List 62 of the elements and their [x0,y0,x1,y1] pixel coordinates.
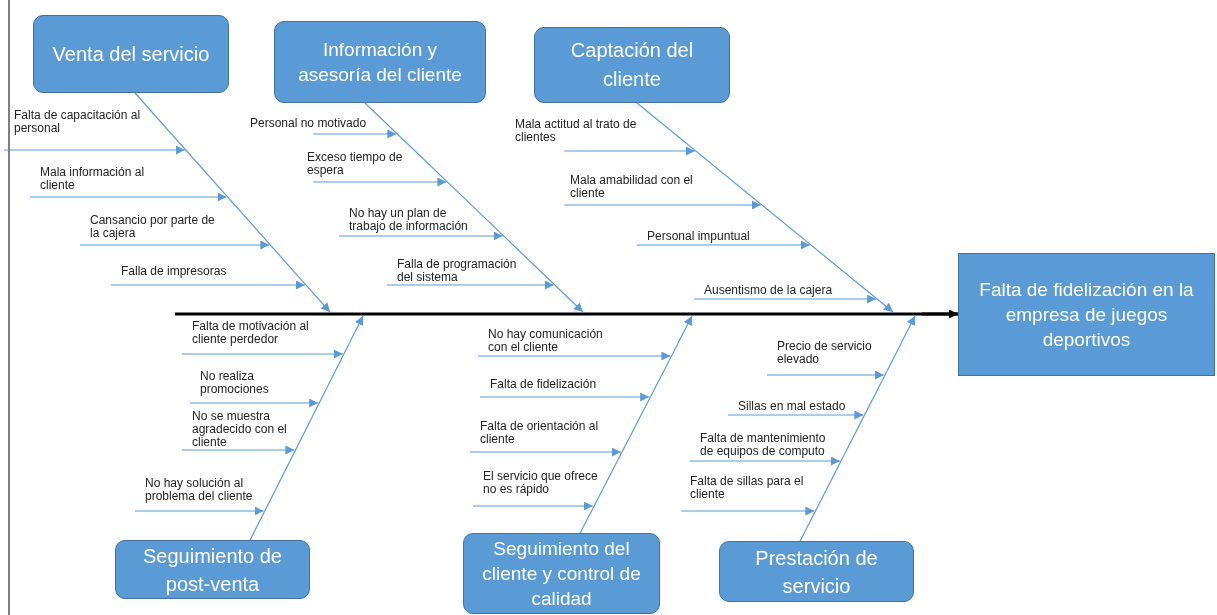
cause-label: Cansancio por parte de la cajera [90,214,225,240]
cause-arrow [563,146,696,156]
cause-label: Falta de fidelización [490,378,597,391]
bone-arrow [869,292,894,313]
cause-arrow [472,501,594,511]
category-box: Prestación de servicio [719,541,914,602]
cause-label: No hay comunicación con el cliente [488,328,610,354]
cause-label: No realiza promociones [200,370,280,396]
bone-arrow [348,315,364,344]
cause-arrow [636,240,811,250]
bone-arrow [309,289,331,313]
cause-label: El servicio que ofrece no es rápido [483,470,598,496]
bone-arrow [677,315,693,344]
category-box: Seguimiento del cliente y control de calidad [463,533,660,614]
cause-label: Mala información al cliente [40,166,160,192]
cause-arrow [479,392,650,402]
cause-label: Falta de sillas para el cliente [690,475,825,501]
cause-label: Falta de motivación al cliente perdedor [192,320,327,346]
bone-arrow [900,315,916,344]
cause-label: Personal no motivado [250,117,367,130]
cause-arrow [469,447,622,457]
cause-label: Sillas en mal estado [738,400,846,413]
cause-label: No hay solución al problema del cliente [145,477,270,503]
cause-label: Falla de programación del sistema [397,258,527,284]
cause-label: Falla de impresoras [121,265,227,278]
cause-label: Exceso tiempo de espera [307,151,412,177]
cause-label: Ausentismo de la cajera [704,284,833,297]
cause-arrow [386,280,555,290]
cause-arrow [338,231,504,241]
spine-arrow [922,309,958,319]
cause-label: No hay un plan de trabajo de información [349,207,484,233]
category-box: Venta del servicio [33,15,229,93]
cause-arrow [110,280,306,290]
category-box: Información y asesoría del cliente [274,21,486,103]
cause-arrow [477,351,671,361]
cause-label: Falta de mantenimiento de equipos de computo [700,432,840,458]
cause-arrow [680,506,815,516]
cause-arrow [181,445,295,455]
cause-arrow [563,200,762,210]
cause-arrow [134,506,265,516]
cause-arrow [3,145,186,155]
cause-arrow [189,398,319,408]
cause-arrow [312,177,447,187]
cause-arrow [727,410,864,420]
cause-arrow [693,294,877,304]
category-box: Seguimiento de post-venta [115,540,310,599]
cause-arrow [29,192,228,202]
cause-arrow [312,129,397,139]
cause-label: Mala actitud al trato de clientes [515,118,655,144]
spine-line [175,312,922,316]
cause-arrow [689,456,841,466]
cause-label: Mala amabilidad con el cliente [570,174,705,200]
category-box: Captación del cliente [534,27,730,103]
cause-label: Falta de orientación al cliente [480,420,615,446]
effect-box: Falta de fidelización en la empresa de juegos deportivos [958,253,1215,376]
cause-label: Precio de servicio elevado [777,340,887,366]
cause-arrow [79,240,270,250]
cause-label: No se muestra agradecido con el cliente [192,410,300,449]
cause-label: Falta de capacitación al personal [14,109,154,135]
cause-arrow [181,349,344,359]
bone-arrow [560,290,584,313]
cause-arrow [766,370,885,380]
